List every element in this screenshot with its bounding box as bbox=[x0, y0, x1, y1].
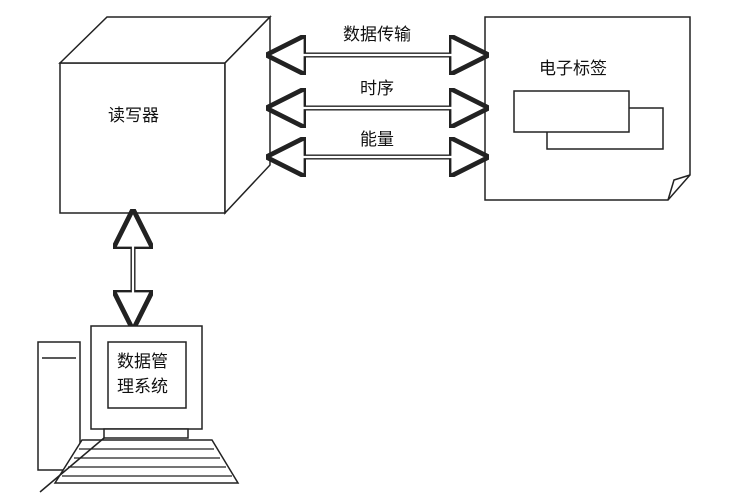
reader-front-face bbox=[59, 62, 226, 214]
reader-cube: 读写器 bbox=[58, 15, 272, 215]
computer: 数据管 理系统 bbox=[37, 325, 240, 493]
computer-label-line2: 理系统 bbox=[117, 377, 168, 397]
electronic-tag: 电子标签 bbox=[484, 16, 691, 201]
keyboard bbox=[53, 439, 240, 484]
keyboard-cable bbox=[39, 437, 105, 493]
computer-label-line1: 数据管 bbox=[117, 352, 168, 372]
link-label-energy: 能量 bbox=[360, 130, 394, 150]
link-timing: 时序 bbox=[270, 79, 485, 108]
monitor-stand bbox=[103, 428, 189, 439]
monitor-screen bbox=[107, 341, 187, 409]
computer-tower bbox=[37, 341, 81, 471]
tag-chip-front bbox=[513, 90, 630, 133]
tag-fold-corner bbox=[667, 174, 691, 201]
reader-label: 读写器 bbox=[108, 106, 159, 126]
tag-label: 电子标签 bbox=[539, 59, 607, 79]
link-data-transfer: 数据传输 bbox=[270, 25, 485, 55]
link-label-data-transfer: 数据传输 bbox=[343, 25, 411, 45]
link-energy: 能量 bbox=[270, 130, 485, 157]
link-label-timing: 时序 bbox=[360, 79, 394, 99]
